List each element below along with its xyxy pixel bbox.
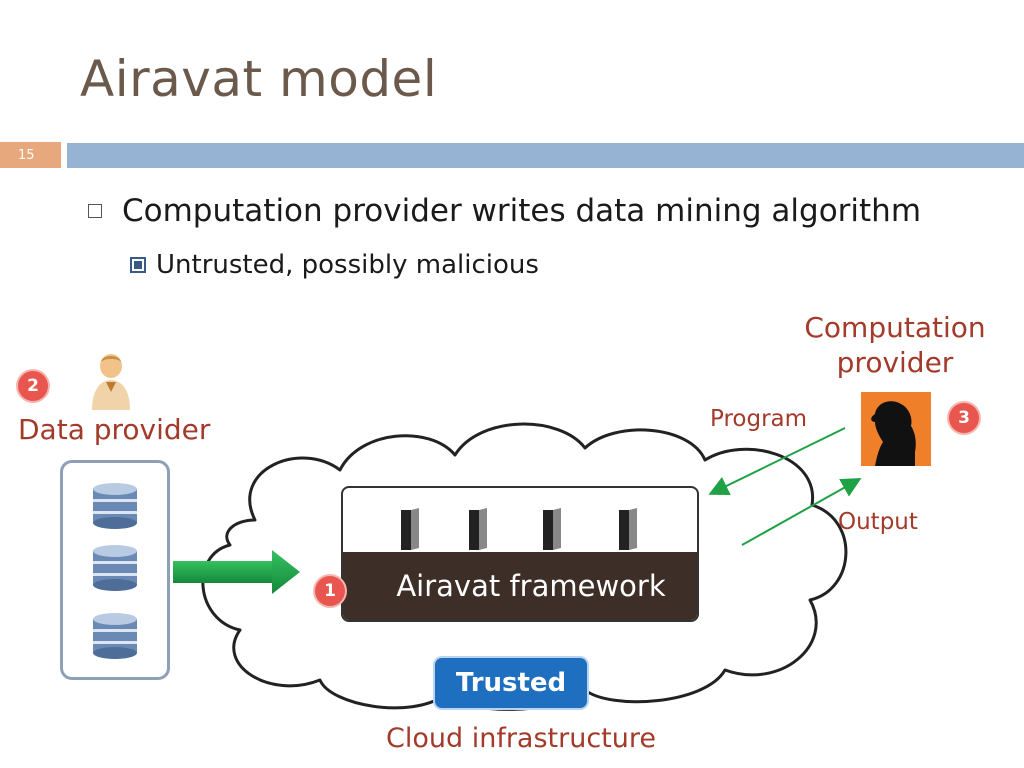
trusted-badge: Trusted (435, 658, 587, 708)
computation-provider-label: Computation provider (804, 311, 986, 379)
program-arrow (708, 427, 846, 495)
bullet-sub-text: Untrusted, possibly malicious (156, 250, 539, 280)
server-icon (619, 508, 637, 550)
badge-1: 1 (315, 576, 345, 606)
database-panel (60, 460, 170, 680)
server-icon (543, 508, 561, 550)
framework-label: Airavat framework (396, 569, 666, 603)
data-provider-label: Data provider (18, 413, 211, 446)
header-bar (67, 143, 1024, 168)
database-icon (93, 545, 137, 591)
silhouette-icon (871, 401, 916, 466)
bullet-main-text: Computation provider writes data mining … (122, 193, 922, 229)
cloud-infrastructure-label: Cloud infrastructure (386, 723, 656, 754)
bullet-main: Computation provider writes data mining … (88, 193, 921, 229)
program-label: Program (710, 406, 808, 432)
slide-title: Airavat model (80, 50, 438, 108)
output-arrow (741, 478, 862, 546)
database-icon (93, 483, 137, 529)
data-flow-arrow (173, 550, 300, 594)
framework-label-bar: Airavat framework (343, 552, 697, 620)
database-icon (93, 613, 137, 659)
data-provider-avatar (88, 352, 134, 410)
computation-provider-avatar (861, 392, 931, 466)
badge-3: 3 (949, 403, 979, 433)
bullet-sub: Untrusted, possibly malicious (130, 250, 539, 280)
slide-number: 15 (0, 142, 61, 168)
bullet-filled-square-icon (130, 257, 146, 273)
output-label: Output (838, 509, 918, 535)
bullet-square-icon (88, 204, 102, 218)
server-icon (469, 508, 487, 550)
badge-2: 2 (18, 371, 48, 401)
airavat-framework-box: Airavat framework (341, 486, 699, 622)
server-icon (401, 508, 419, 550)
